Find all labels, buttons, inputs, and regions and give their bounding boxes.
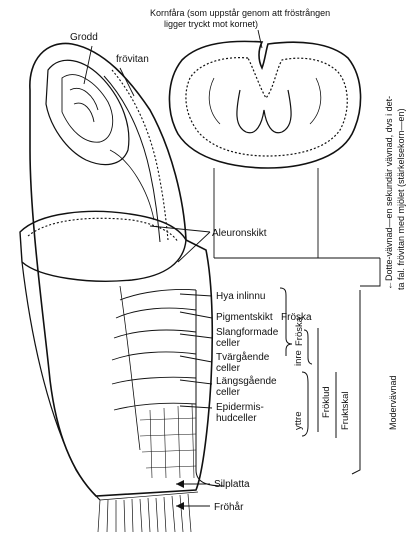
layer-epidermis <box>113 402 197 411</box>
labels: Kornfåra (som uppstår genom att fröstrån… <box>70 8 406 513</box>
cross-section-inner-ring <box>208 77 322 125</box>
label-pigment: Pigmentskikt <box>216 312 273 323</box>
kornfara-note-line2: ligger tryckt mot kornet) <box>164 19 258 29</box>
label-langs1: Längsgående <box>216 375 277 387</box>
kornfara-note-line1: Kornfåra (som uppstår genom att fröstrån… <box>150 8 330 18</box>
longitudinal-section <box>19 42 214 533</box>
grain-cross-section <box>168 29 362 259</box>
side-note-modervavnad: Modervävnad <box>388 375 398 430</box>
bracket-inre <box>303 329 313 365</box>
layer-long-cells <box>111 376 197 385</box>
label-frovita: frövitan <box>116 54 149 65</box>
cross-section-outer <box>168 40 362 169</box>
label-aleuron: Aleuronskikt <box>212 228 267 239</box>
aleuron-layer <box>27 217 179 243</box>
side-note-dotter-line2: ta fal. frövitan med mjölet (stärkelseko… <box>396 108 406 290</box>
bracket-froska <box>279 287 293 356</box>
label-grodd: Grodd <box>70 32 98 43</box>
side-note-dotter-line1: ←Dotte-vävnad—en sekundär vävnad, dvs i … <box>384 96 394 290</box>
bracket-yttre <box>301 371 309 437</box>
bracket-label-froska: Fröska <box>294 316 305 346</box>
bracket-modervavnad <box>351 290 361 475</box>
label-epid1: Epidermis- <box>216 402 264 413</box>
label-silplatta: Silplatta <box>214 479 250 490</box>
grain-body-seam <box>119 285 141 451</box>
scutellum-band-inner <box>103 75 161 243</box>
bracket-label-fruktskal: Fruktskal <box>340 391 351 430</box>
epidermis-cells <box>139 403 197 479</box>
label-slang1: Slangformade <box>216 327 279 338</box>
layer-tube-cells <box>113 329 197 339</box>
grain-outline <box>29 42 214 497</box>
layer-cross-cells <box>111 351 197 361</box>
bracket-label-yttre: yttre <box>293 412 304 430</box>
label-froska-h: Fröska <box>281 312 312 323</box>
endosperm-top <box>109 149 155 221</box>
label-slang2: celler <box>216 338 241 349</box>
label-hyalin: Hya inlinnu <box>216 291 265 302</box>
label-epid2: hudceller <box>216 413 257 424</box>
embryo-coleoptile <box>69 88 99 123</box>
bracket-label-frokhud: Fröklud <box>321 386 332 418</box>
endosperm-cut-face <box>19 210 187 282</box>
bracket-outer-lower <box>195 290 225 487</box>
bracket-label-inre: inre <box>293 350 304 366</box>
grain-body-left <box>21 261 101 501</box>
layer-hyaline <box>119 289 197 301</box>
embryo-inner <box>61 74 114 143</box>
scutellum-band <box>111 69 169 241</box>
label-langs2: celler <box>216 387 241 398</box>
cross-section-inner <box>185 57 348 157</box>
label-tvar2: celler <box>216 363 241 374</box>
brackets <box>195 287 361 487</box>
right-guide <box>318 257 381 287</box>
cross-section-furrow <box>236 89 292 134</box>
label-tvar1: Tvärgående <box>216 351 270 363</box>
arrowheads <box>176 480 184 510</box>
embryo-outline <box>45 59 130 166</box>
seed-hairs <box>97 491 199 533</box>
kornfara-leader <box>257 29 263 49</box>
label-frohar: Fröhår <box>214 501 244 513</box>
layer-pigment <box>115 307 197 319</box>
